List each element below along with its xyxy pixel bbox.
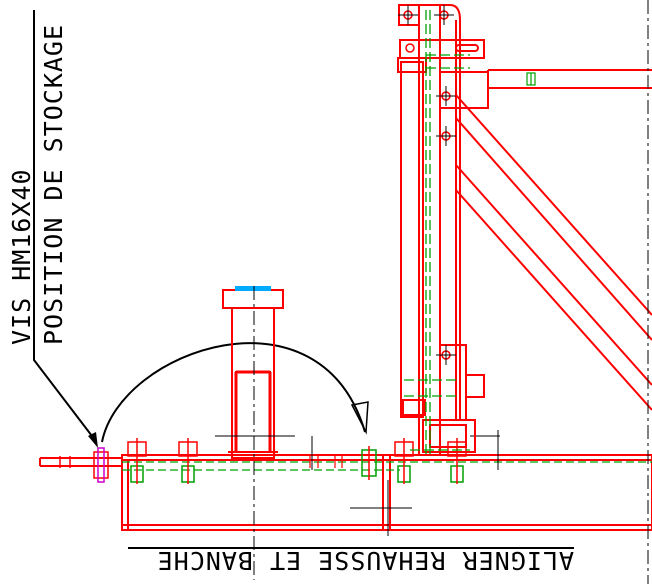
beam-ticks bbox=[309, 456, 343, 468]
storage-post bbox=[222, 289, 284, 459]
hidden-lines-beam bbox=[122, 461, 652, 471]
bolt bbox=[127, 438, 147, 484]
align-label: ALIGNER REHAUSSE ET BANCHE bbox=[157, 546, 574, 575]
crosshair bbox=[215, 430, 500, 536]
vertical-annotations: VIS HM16X40 POSITION DE STOCKAGE bbox=[7, 10, 98, 448]
rotation-arc bbox=[101, 342, 369, 443]
bolt bbox=[59, 447, 109, 483]
screw-label: VIS HM16X40 bbox=[7, 168, 36, 345]
post-cap-accent bbox=[235, 286, 271, 291]
leader-arrowhead bbox=[88, 432, 98, 448]
storage-label: POSITION DE STOCKAGE bbox=[39, 24, 68, 345]
bolt bbox=[178, 438, 198, 484]
vertical-frame bbox=[397, 4, 489, 455]
bolt bbox=[447, 438, 467, 484]
bottom-annotation: ALIGNER REHAUSSE ET BANCHE bbox=[128, 546, 574, 575]
leader-line bbox=[33, 345, 96, 441]
hole-crosses bbox=[398, 5, 456, 365]
bolt-row bbox=[59, 438, 467, 484]
base-beam bbox=[39, 454, 652, 531]
diagonal-braces bbox=[455, 94, 652, 411]
arm-marker bbox=[526, 72, 536, 86]
bolt bbox=[394, 438, 414, 484]
horizontal-arms bbox=[487, 69, 652, 108]
bolt bbox=[361, 446, 377, 480]
hidden-lines-frame bbox=[404, 10, 470, 455]
